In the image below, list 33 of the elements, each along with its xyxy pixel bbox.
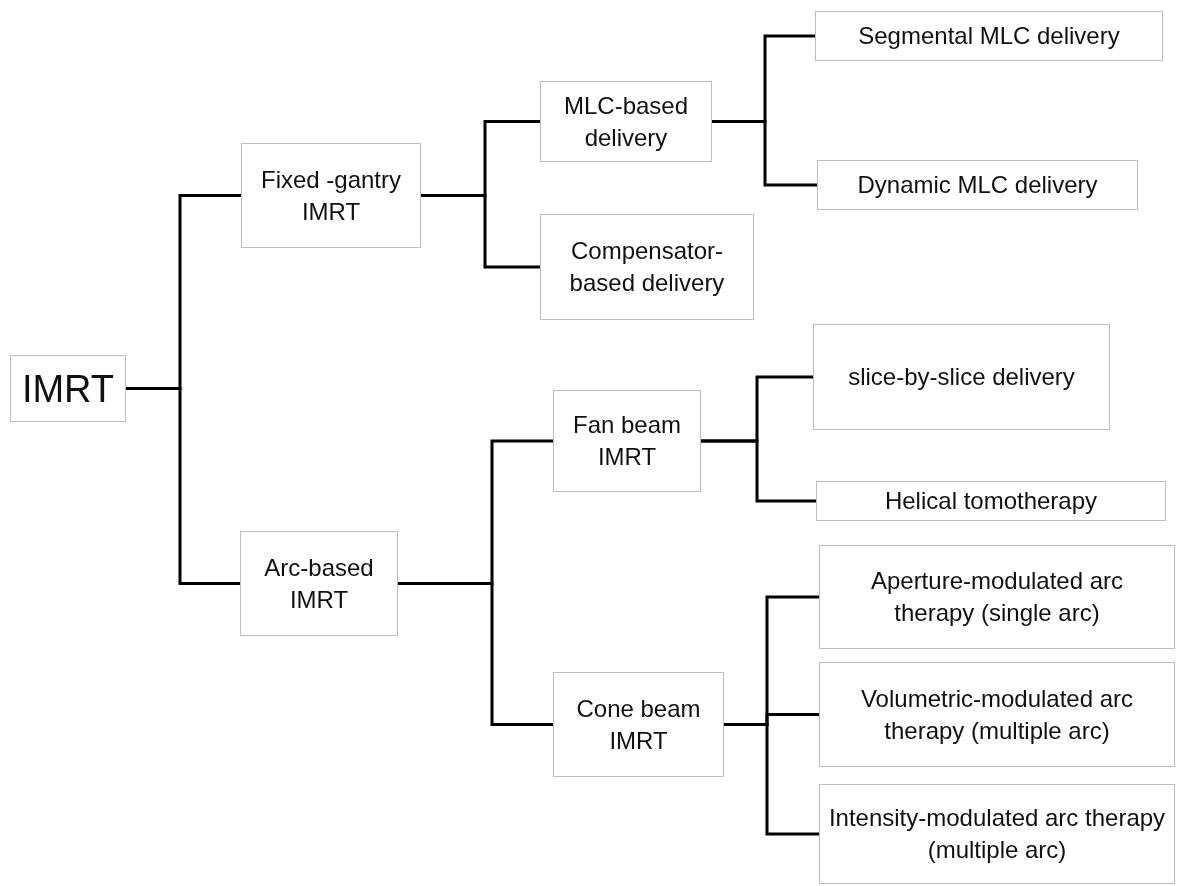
connector-line — [701, 439, 816, 503]
category-box — [10, 355, 126, 422]
category-box — [240, 531, 398, 636]
category-box — [813, 324, 1110, 430]
box-label: Aperture-modulated arc therapy (single arc) — [869, 566, 1125, 628]
box-label: Fixed -gantry IMRT — [259, 164, 403, 227]
connector-line — [421, 194, 540, 269]
connector-line — [724, 723, 819, 836]
category-box — [819, 784, 1175, 884]
category-box — [815, 11, 1163, 61]
box-label: Segmental MLC delivery — [858, 21, 1120, 51]
box-label: Arc-based IMRT — [263, 552, 375, 615]
category-box — [241, 143, 421, 248]
category-box — [553, 390, 701, 492]
box-label: MLC-based delivery — [562, 90, 690, 153]
category-box — [816, 481, 1166, 521]
connector-line — [398, 582, 553, 726]
box-label: Helical tomotherapy — [884, 486, 1098, 516]
category-box — [819, 545, 1175, 649]
box-label: Volumetric-modulated arc therapy (multiple arc) — [859, 683, 1135, 746]
box-label: Cone beam IMRT — [575, 693, 702, 756]
box-label: Fan beam IMRT — [571, 410, 683, 472]
category-box — [553, 672, 724, 777]
box-label: Compensator-based delivery — [568, 236, 726, 298]
category-box — [540, 81, 712, 162]
box-label: Intensity-modulated arc therapy (multiple arc) — [828, 803, 1166, 865]
box-label: slice-by-slice delivery — [848, 362, 1075, 392]
category-box — [540, 214, 754, 320]
box-label: IMRT — [21, 366, 115, 411]
category-box — [817, 160, 1138, 210]
box-label: Dynamic MLC delivery — [857, 170, 1098, 200]
connector-line — [712, 120, 817, 187]
category-box — [819, 662, 1175, 767]
